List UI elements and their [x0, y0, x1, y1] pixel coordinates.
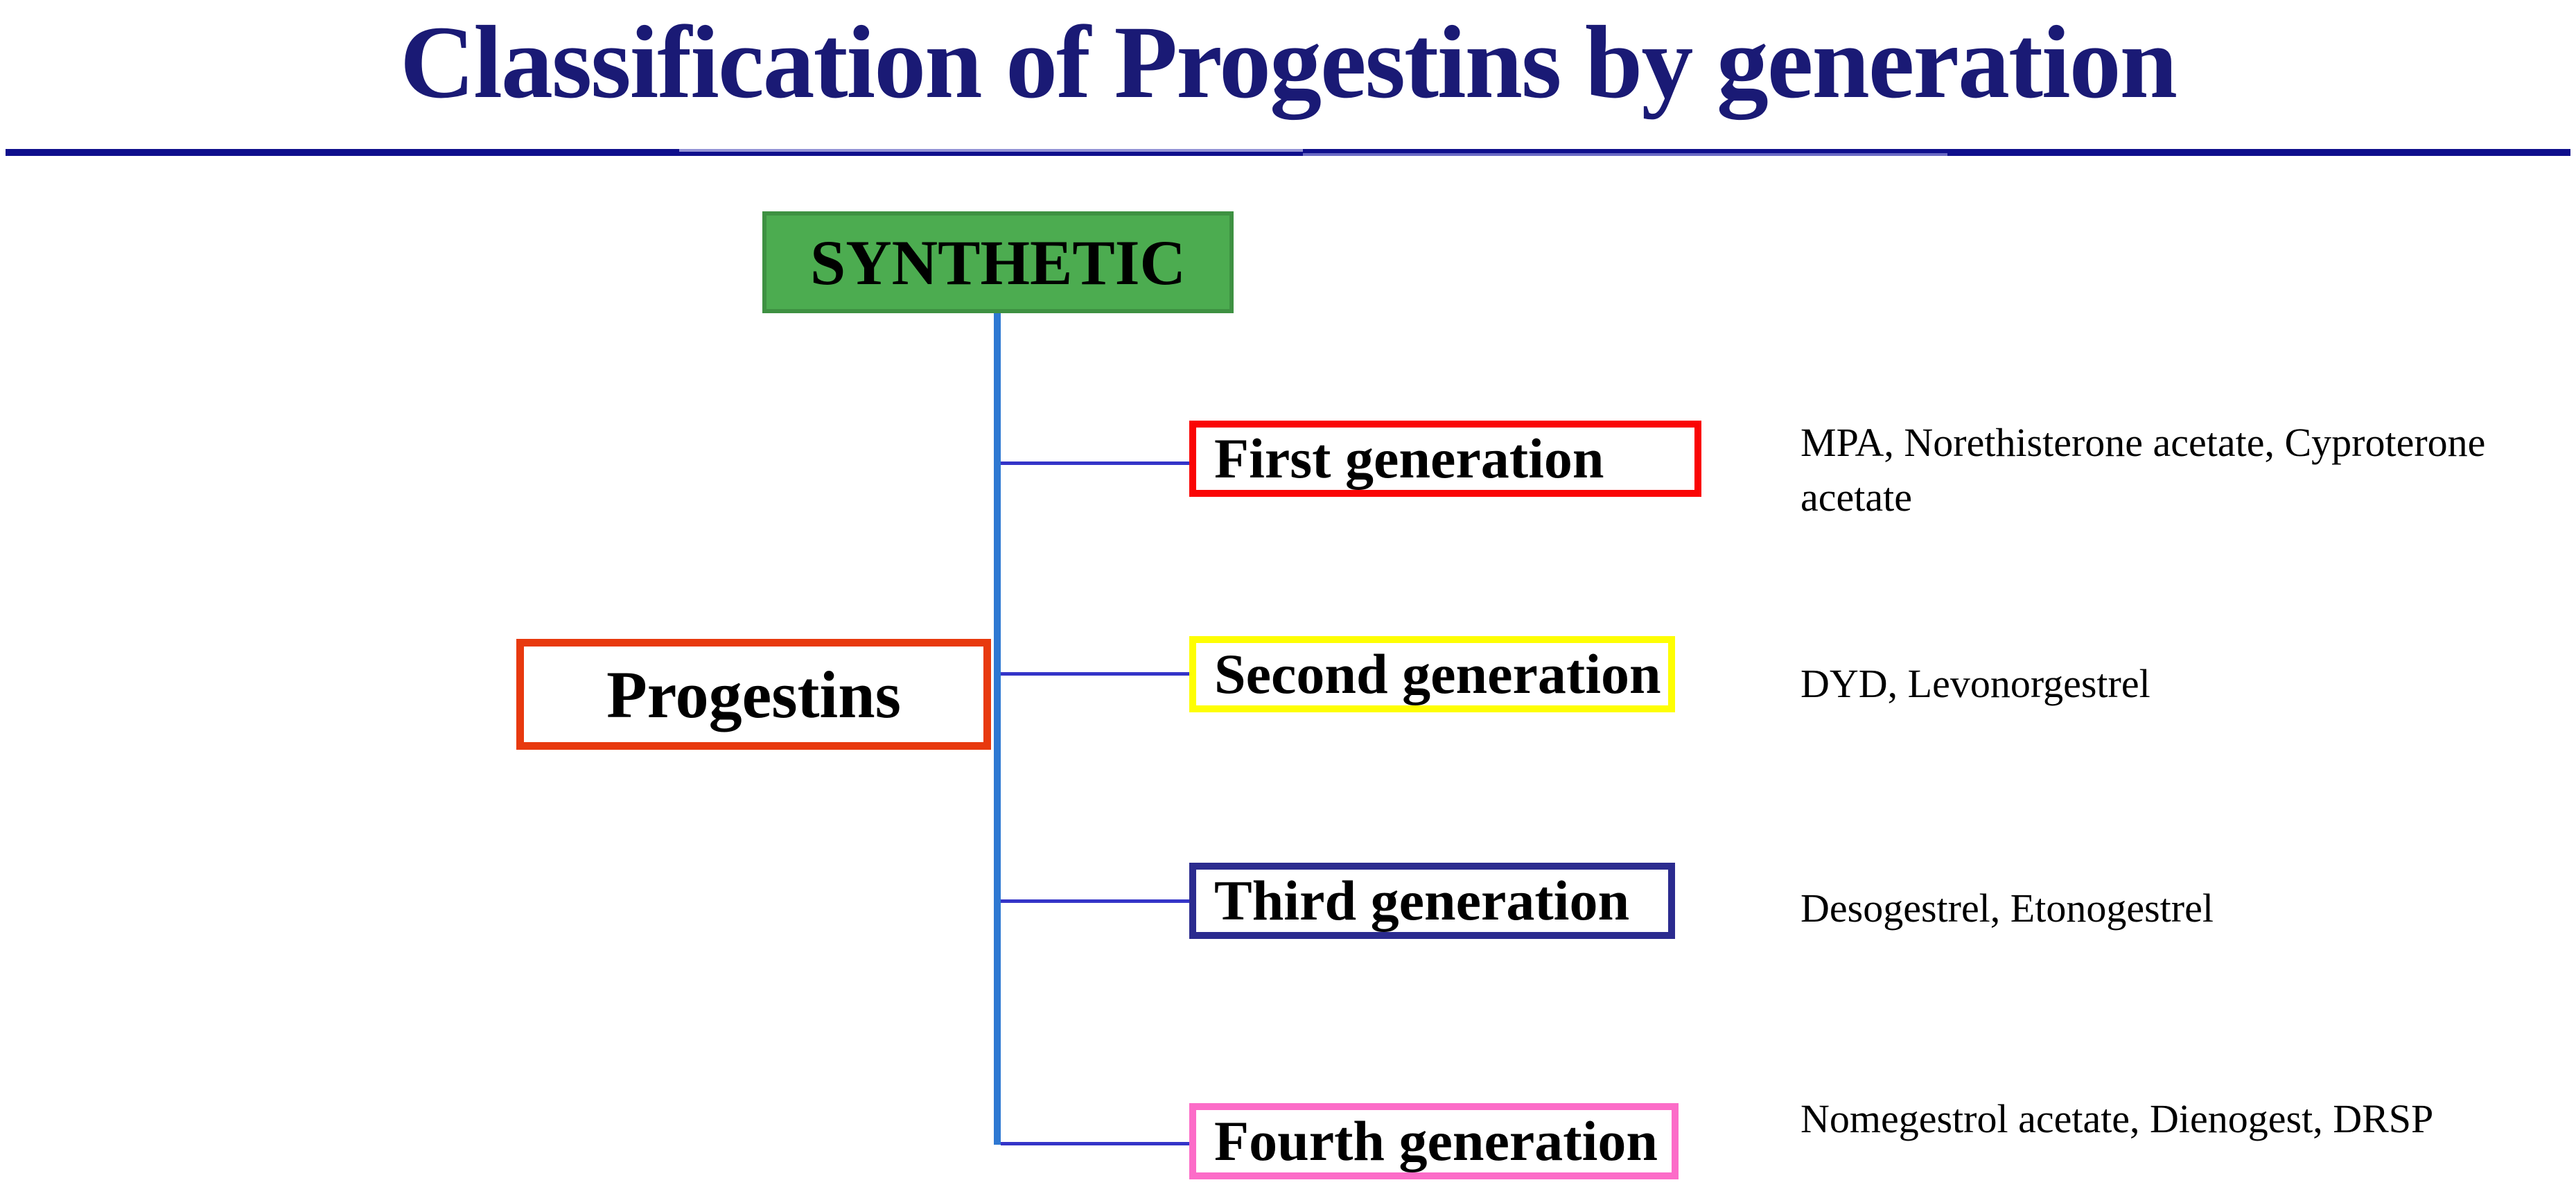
tree-connector-fourth [1001, 1142, 1189, 1145]
drug-list-third: Desogestrel, Etonogestrel [1800, 886, 2214, 931]
tree-trunk-line [994, 313, 1001, 1145]
progestins-node: Progestins [516, 639, 991, 750]
tree-connector-first [1001, 461, 1189, 465]
drug-list-first: MPA, Norethisterone acetate, Cyproterone… [1800, 420, 2486, 520]
tree-connector-third [1001, 899, 1189, 903]
drug-list-fourth: Nomegestrol acetate, Dienogest, DRSP [1800, 1096, 2434, 1141]
title-underline-highlight [1303, 153, 1947, 156]
page-title: Classification of Progestins by generati… [399, 5, 2178, 120]
drug-list-second: DYD, Levonorgestrel [1800, 661, 2150, 706]
generation-node-first: First generation [1189, 421, 1701, 497]
title-underline [6, 149, 2570, 156]
tree-connector-second [1001, 672, 1189, 676]
title-underline-highlight [679, 149, 1303, 152]
generation-node-fourth: Fourth generation [1189, 1103, 1679, 1179]
generation-node-second: Second generation [1189, 636, 1675, 712]
synthetic-node: SYNTHETIC [762, 211, 1234, 313]
generation-node-third: Third generation [1189, 863, 1675, 939]
